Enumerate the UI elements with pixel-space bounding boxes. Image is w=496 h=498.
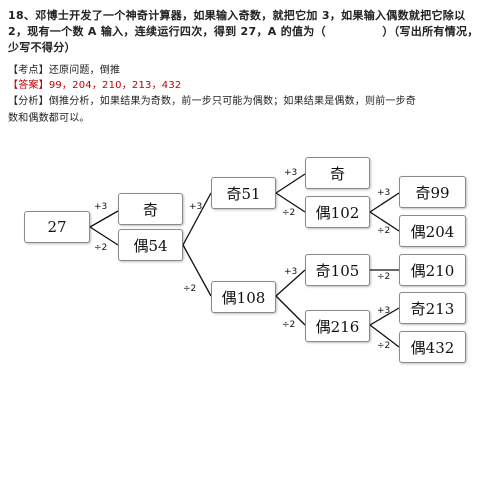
- node-odd-unknown: 奇: [118, 193, 183, 225]
- op-add-2: +3: [189, 202, 203, 212]
- node-even-102: 偶102: [305, 196, 370, 228]
- node-even-204: 偶204: [399, 215, 466, 247]
- edge-108-105: [275, 269, 306, 297]
- op-div-5: ÷2: [377, 226, 391, 236]
- edge-51-102: [275, 192, 306, 213]
- node-root-27: 27: [24, 211, 90, 243]
- question-line-3: 少写不得分）: [8, 41, 76, 54]
- node-even-108: 偶108: [211, 281, 276, 313]
- edge-27-54: [89, 226, 119, 246]
- edge-108-216: [275, 295, 306, 326]
- edge-216-432: [369, 324, 400, 348]
- question-line-1: 18、邓博士开发了一个神奇计算器，如果输入奇数，就把它加 3，如果输入偶数就把它…: [8, 9, 466, 22]
- node-even-210: 偶210: [399, 254, 466, 286]
- op-div-3: ÷2: [282, 208, 296, 218]
- op-div-1: ÷2: [94, 243, 108, 253]
- node-odd-99: 奇99: [399, 176, 466, 208]
- edge-51-oddtop: [275, 173, 306, 194]
- edge-54-51: [182, 192, 212, 246]
- op-add-4: +3: [284, 267, 298, 277]
- op-div-2: ÷2: [183, 284, 197, 294]
- edge-216-213: [369, 307, 400, 326]
- analysis-line-1: 倒推分析，如果结果为奇数，前一步只可能为偶数；如果结果是偶数，则前一步奇: [48, 96, 417, 107]
- analysis-line-2: 数和偶数都可以。: [8, 113, 90, 124]
- edge-27-odd: [89, 210, 119, 228]
- analysis-block: 【分析】倒推分析，如果结果为奇数，前一步只可能为偶数；如果结果是偶数，则前一步奇…: [8, 95, 488, 126]
- kaodian-tag: 【考点】: [8, 65, 49, 76]
- analysis-tag: 【分析】: [8, 96, 49, 107]
- answer-line: 【答案】99，204，210，213，432: [8, 79, 182, 93]
- kaodian-line: 【考点】还原问题，倒推: [8, 64, 120, 78]
- node-even-432: 偶432: [399, 331, 466, 363]
- kaodian-text: 还原问题，倒推: [48, 65, 121, 76]
- op-div-4: ÷2: [282, 320, 296, 330]
- op-add-1: +3: [94, 202, 108, 212]
- edge-102-204: [369, 211, 400, 232]
- node-odd-top: 奇: [305, 157, 370, 189]
- question-line-2: 2，现有一个数 A 输入，连续运行四次，得到 27，A 的值为（ ）（写出所有情…: [8, 25, 479, 38]
- op-add-3: +3: [284, 168, 298, 178]
- node-even-216: 偶216: [305, 310, 370, 342]
- answer-text: 99，204，210，213，432: [48, 80, 182, 91]
- node-odd-51: 奇51: [211, 177, 276, 209]
- edge-54-108: [182, 244, 212, 297]
- question-text: 18、邓博士开发了一个神奇计算器，如果输入奇数，就把它加 3，如果输入偶数就把它…: [8, 8, 488, 56]
- node-even-54: 偶54: [118, 229, 183, 261]
- node-odd-105: 奇105: [305, 254, 370, 286]
- op-div-6: ÷2: [377, 272, 391, 282]
- op-add-6: +3: [377, 306, 391, 316]
- edge-102-99: [369, 192, 400, 213]
- answer-tag: 【答案】: [8, 80, 49, 91]
- op-add-5: +3: [377, 188, 391, 198]
- op-div-7: ÷2: [377, 341, 391, 351]
- node-odd-213: 奇213: [399, 292, 466, 324]
